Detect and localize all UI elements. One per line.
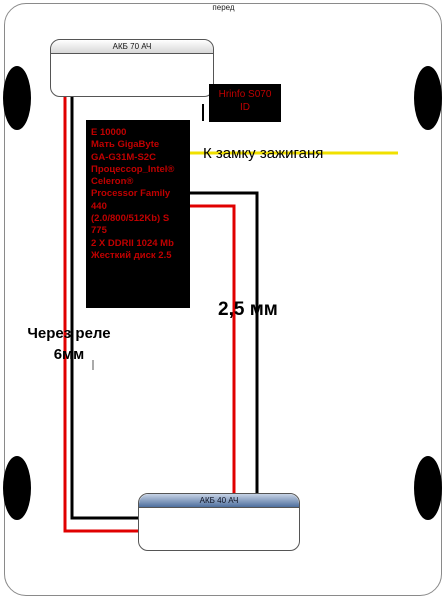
wheel-icon (3, 66, 31, 130)
wheel-icon (3, 456, 31, 520)
battery-top: АКБ 70 АЧ (50, 39, 214, 97)
battery-top-label: АКБ 70 АЧ (51, 40, 213, 54)
wire-black-left (70, 96, 138, 520)
wheel-icon (414, 66, 442, 130)
battery-bottom: АКБ 40 АЧ (138, 493, 300, 551)
gps-module: Hrinfo S070 ID (209, 84, 281, 122)
wire-red-right (190, 204, 236, 494)
wire-red-left (63, 96, 138, 533)
battery-bottom-label: АКБ 40 АЧ (139, 494, 299, 508)
wire-black-right (190, 191, 259, 494)
relay-label: Через реле 6мм (27, 325, 111, 363)
wheel-icon (414, 456, 442, 520)
front-label: перед (212, 3, 235, 12)
wire-gauge-label: 2,5 мм (218, 299, 278, 320)
ignition-label: К замку зажиганя (203, 145, 324, 162)
pc-box: E 10000 Мать GigaByte GA-G31M-S2C Процес… (86, 120, 190, 308)
